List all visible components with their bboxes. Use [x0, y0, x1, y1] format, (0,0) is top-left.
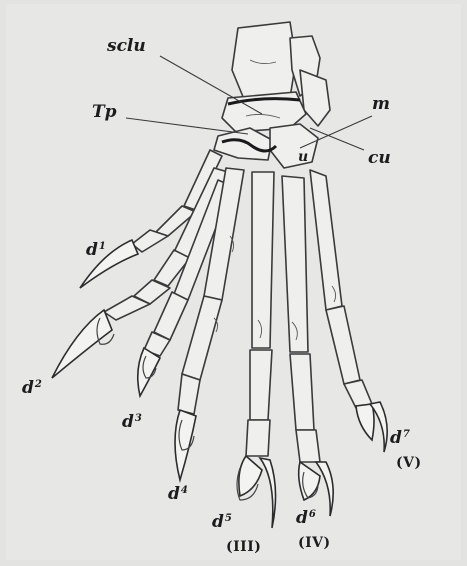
label-roman-V: (V) — [396, 456, 422, 470]
label-sclu: sclu — [107, 38, 146, 55]
label-d2: d2 — [22, 380, 42, 397]
label-cu: cu — [368, 150, 391, 167]
label-roman-III: (III) — [226, 540, 261, 554]
label-m: m — [372, 96, 390, 113]
label-d7: d7 — [390, 430, 410, 447]
label-d5: d5 — [212, 514, 232, 531]
label-d6: d6 — [296, 510, 316, 527]
label-u: u — [298, 150, 308, 164]
label-d3: d3 — [122, 414, 142, 431]
label-tp: Tp — [92, 104, 117, 121]
label-d1: d1 — [86, 242, 106, 259]
label-roman-IV: (IV) — [298, 536, 331, 550]
label-d4: d4 — [168, 486, 188, 503]
